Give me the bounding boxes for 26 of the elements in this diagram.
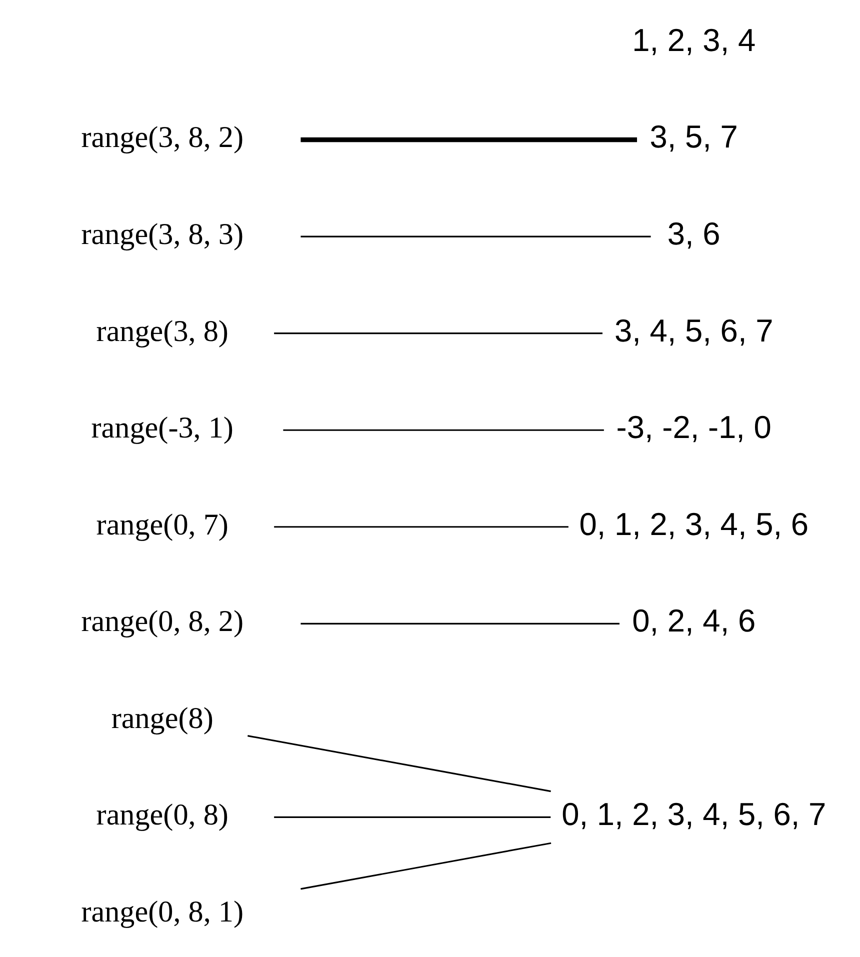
node-text: 0, 1, 2, 3, 4, 5, 6 [578,506,808,542]
node-text: range(3, 8, 3) [80,217,244,252]
node-text: range(0, 8, 2) [80,604,244,638]
connector [300,622,619,624]
node-text: 3, 6 [666,215,720,252]
node-text: 3, 4, 5, 6, 7 [614,312,773,348]
node-text: range(3, 8, 2) [80,120,244,154]
node-text: 1, 2, 3, 4 [632,22,756,58]
connector [274,526,568,528]
node-text: range(8) [110,700,213,735]
node-text: -3, -2, -1, 0 [616,409,771,446]
connector [274,332,602,334]
connector [300,842,551,890]
connector [282,429,604,431]
node-text: 3, 5, 7 [649,118,738,155]
node-text: 0, 1, 2, 3, 4, 5, 6, 7 [561,796,826,832]
connector [300,236,650,238]
connector [300,137,637,142]
node-text: 0, 2, 4, 6 [632,602,756,639]
node-text: range(0, 8, 1) [80,894,244,928]
node-text: range(3, 8) [96,314,228,348]
connector [247,735,550,792]
node-text: range(-3, 1) [90,410,233,445]
node-text: range(0, 8) [96,798,228,832]
node-text: range(0, 7) [96,507,228,542]
connector [274,816,550,818]
